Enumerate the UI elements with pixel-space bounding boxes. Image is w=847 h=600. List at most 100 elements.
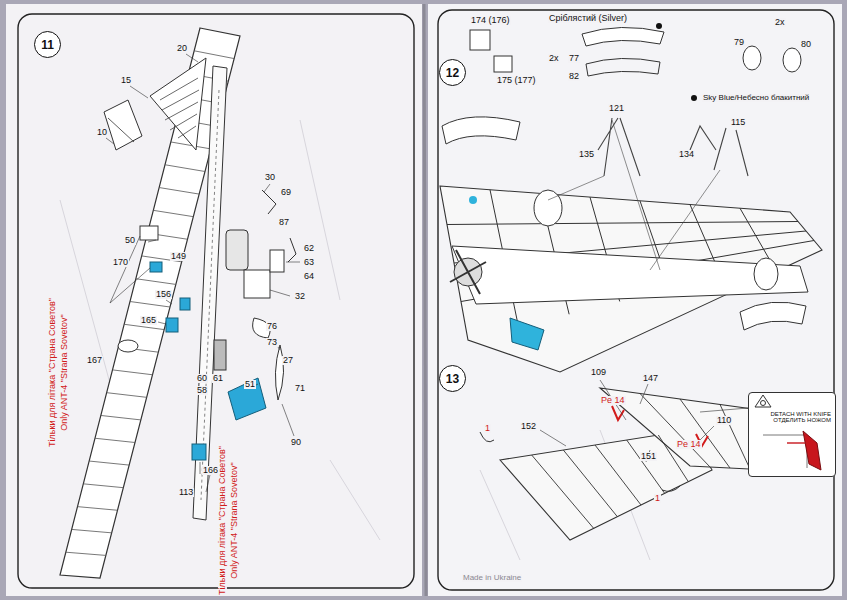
tail-step-13 bbox=[500, 430, 712, 540]
engine-parts bbox=[226, 230, 248, 270]
callout-number: 166 bbox=[202, 466, 219, 475]
aircraft-step-12 bbox=[598, 118, 640, 176]
small-parts bbox=[470, 23, 801, 101]
aircraft-step-12 bbox=[612, 120, 660, 270]
wing-drawing bbox=[89, 461, 129, 465]
inset-drawing bbox=[749, 393, 837, 478]
callout-number: 115 bbox=[730, 118, 746, 127]
engine-parts bbox=[288, 238, 296, 262]
page bbox=[6, 4, 842, 596]
small-parts bbox=[691, 95, 697, 101]
tail-step-13 bbox=[540, 430, 566, 446]
callout-number: 73 bbox=[266, 338, 278, 347]
warning-symbol bbox=[755, 395, 771, 407]
callout-number: 30 bbox=[264, 173, 276, 182]
wing-drawing bbox=[83, 484, 123, 488]
engine-parts bbox=[118, 190, 296, 460]
callout-number: 170 bbox=[112, 258, 129, 267]
tail-step-13 bbox=[480, 380, 770, 540]
aircraft-step-12 bbox=[440, 186, 822, 372]
leader-line bbox=[200, 462, 201, 474]
callout-number: 151 bbox=[640, 452, 657, 461]
wing-drawing bbox=[130, 302, 170, 308]
decal-number: 1 bbox=[484, 424, 491, 433]
warning-symbol bbox=[761, 401, 766, 406]
callout-number: 149 bbox=[170, 252, 187, 261]
leader-line bbox=[110, 236, 140, 303]
wing-drawing bbox=[78, 507, 118, 511]
callout-number: 62 bbox=[303, 244, 315, 253]
callout-number: Sky Blue/Небесно блакитний bbox=[702, 94, 810, 102]
callout-number: 20 bbox=[176, 44, 188, 53]
wing-drawing bbox=[153, 210, 193, 216]
callout-number: 135 bbox=[578, 150, 595, 159]
note-text: Only ANT-4 "Strana Sovetov" bbox=[59, 313, 68, 431]
leader-line bbox=[110, 268, 150, 303]
wing-drawing bbox=[159, 188, 199, 195]
page bbox=[428, 4, 842, 596]
note-text: Тільки для літака "Страна Советов" bbox=[218, 445, 227, 596]
aircraft-step-12 bbox=[447, 222, 798, 225]
callout-number: 174 (176) bbox=[470, 16, 511, 25]
wing-drawing bbox=[95, 438, 135, 442]
callout-number: 167 bbox=[86, 356, 103, 365]
callout-number: 113 bbox=[178, 488, 194, 497]
cut-mark bbox=[787, 442, 805, 443]
wing-drawing bbox=[72, 529, 112, 532]
decal-number: Pe 14 bbox=[676, 440, 702, 449]
page bbox=[6, 4, 422, 596]
callout-number: 109 bbox=[590, 368, 607, 377]
wing-drawing bbox=[101, 415, 141, 419]
callout-number: 175 (177) bbox=[496, 76, 537, 85]
engine-parts bbox=[214, 340, 226, 370]
tail-step-13 bbox=[532, 455, 594, 528]
small-parts bbox=[494, 56, 512, 72]
tail-fin-part bbox=[150, 58, 206, 150]
aircraft-step-12 bbox=[534, 190, 562, 226]
page bbox=[18, 14, 414, 588]
instruction-text: DETACH WITH KNIFE bbox=[753, 411, 831, 417]
instruction-text: ОТДЕЛИТЬ НОЖОМ bbox=[753, 417, 831, 423]
leader-line bbox=[148, 240, 156, 242]
callout-number: 10 bbox=[96, 128, 108, 137]
aircraft-step-12 bbox=[452, 246, 808, 304]
engine-parts bbox=[244, 270, 270, 298]
engine-parts bbox=[150, 262, 162, 272]
callout-number: 82 bbox=[568, 72, 580, 81]
callout-number: 2x bbox=[774, 18, 786, 27]
tail-fin-part bbox=[160, 78, 199, 138]
engine-parts bbox=[270, 250, 284, 272]
callout-number: 77 bbox=[568, 54, 580, 63]
small-parts bbox=[743, 46, 761, 70]
leader-line bbox=[106, 138, 114, 144]
aircraft-step-12 bbox=[442, 117, 520, 144]
tail-step-13 bbox=[595, 445, 641, 505]
aircraft-step-12 bbox=[440, 117, 822, 372]
part-outline bbox=[763, 435, 807, 468]
wing-drawing bbox=[136, 279, 176, 285]
callout-number: 32 bbox=[294, 292, 306, 301]
aircraft-step-12 bbox=[450, 250, 486, 294]
callout-number: 69 bbox=[280, 188, 292, 197]
callout-number: 80 bbox=[800, 40, 812, 49]
leader-line bbox=[106, 54, 300, 492]
tail-step-13 bbox=[600, 388, 770, 470]
engine-parts bbox=[118, 340, 138, 352]
small-parts bbox=[783, 48, 801, 72]
small-parts bbox=[582, 27, 664, 46]
wing-drawing bbox=[107, 393, 147, 398]
tail-step-13 bbox=[627, 440, 665, 493]
engine-parts bbox=[192, 444, 206, 460]
tail-fin-part bbox=[104, 100, 142, 150]
wing-drawing bbox=[165, 165, 205, 172]
tail-step-13 bbox=[700, 426, 714, 440]
leader-line bbox=[186, 54, 198, 62]
tail-step-13 bbox=[532, 394, 750, 529]
step-number-text: 11 bbox=[41, 38, 54, 52]
detail-inset: DETACH WITH KNIFEОТДЕЛИТЬ НОЖОМ bbox=[748, 392, 836, 477]
page bbox=[424, 4, 426, 596]
callout-number: 15 bbox=[120, 76, 132, 85]
tail-step-13 bbox=[600, 380, 626, 420]
